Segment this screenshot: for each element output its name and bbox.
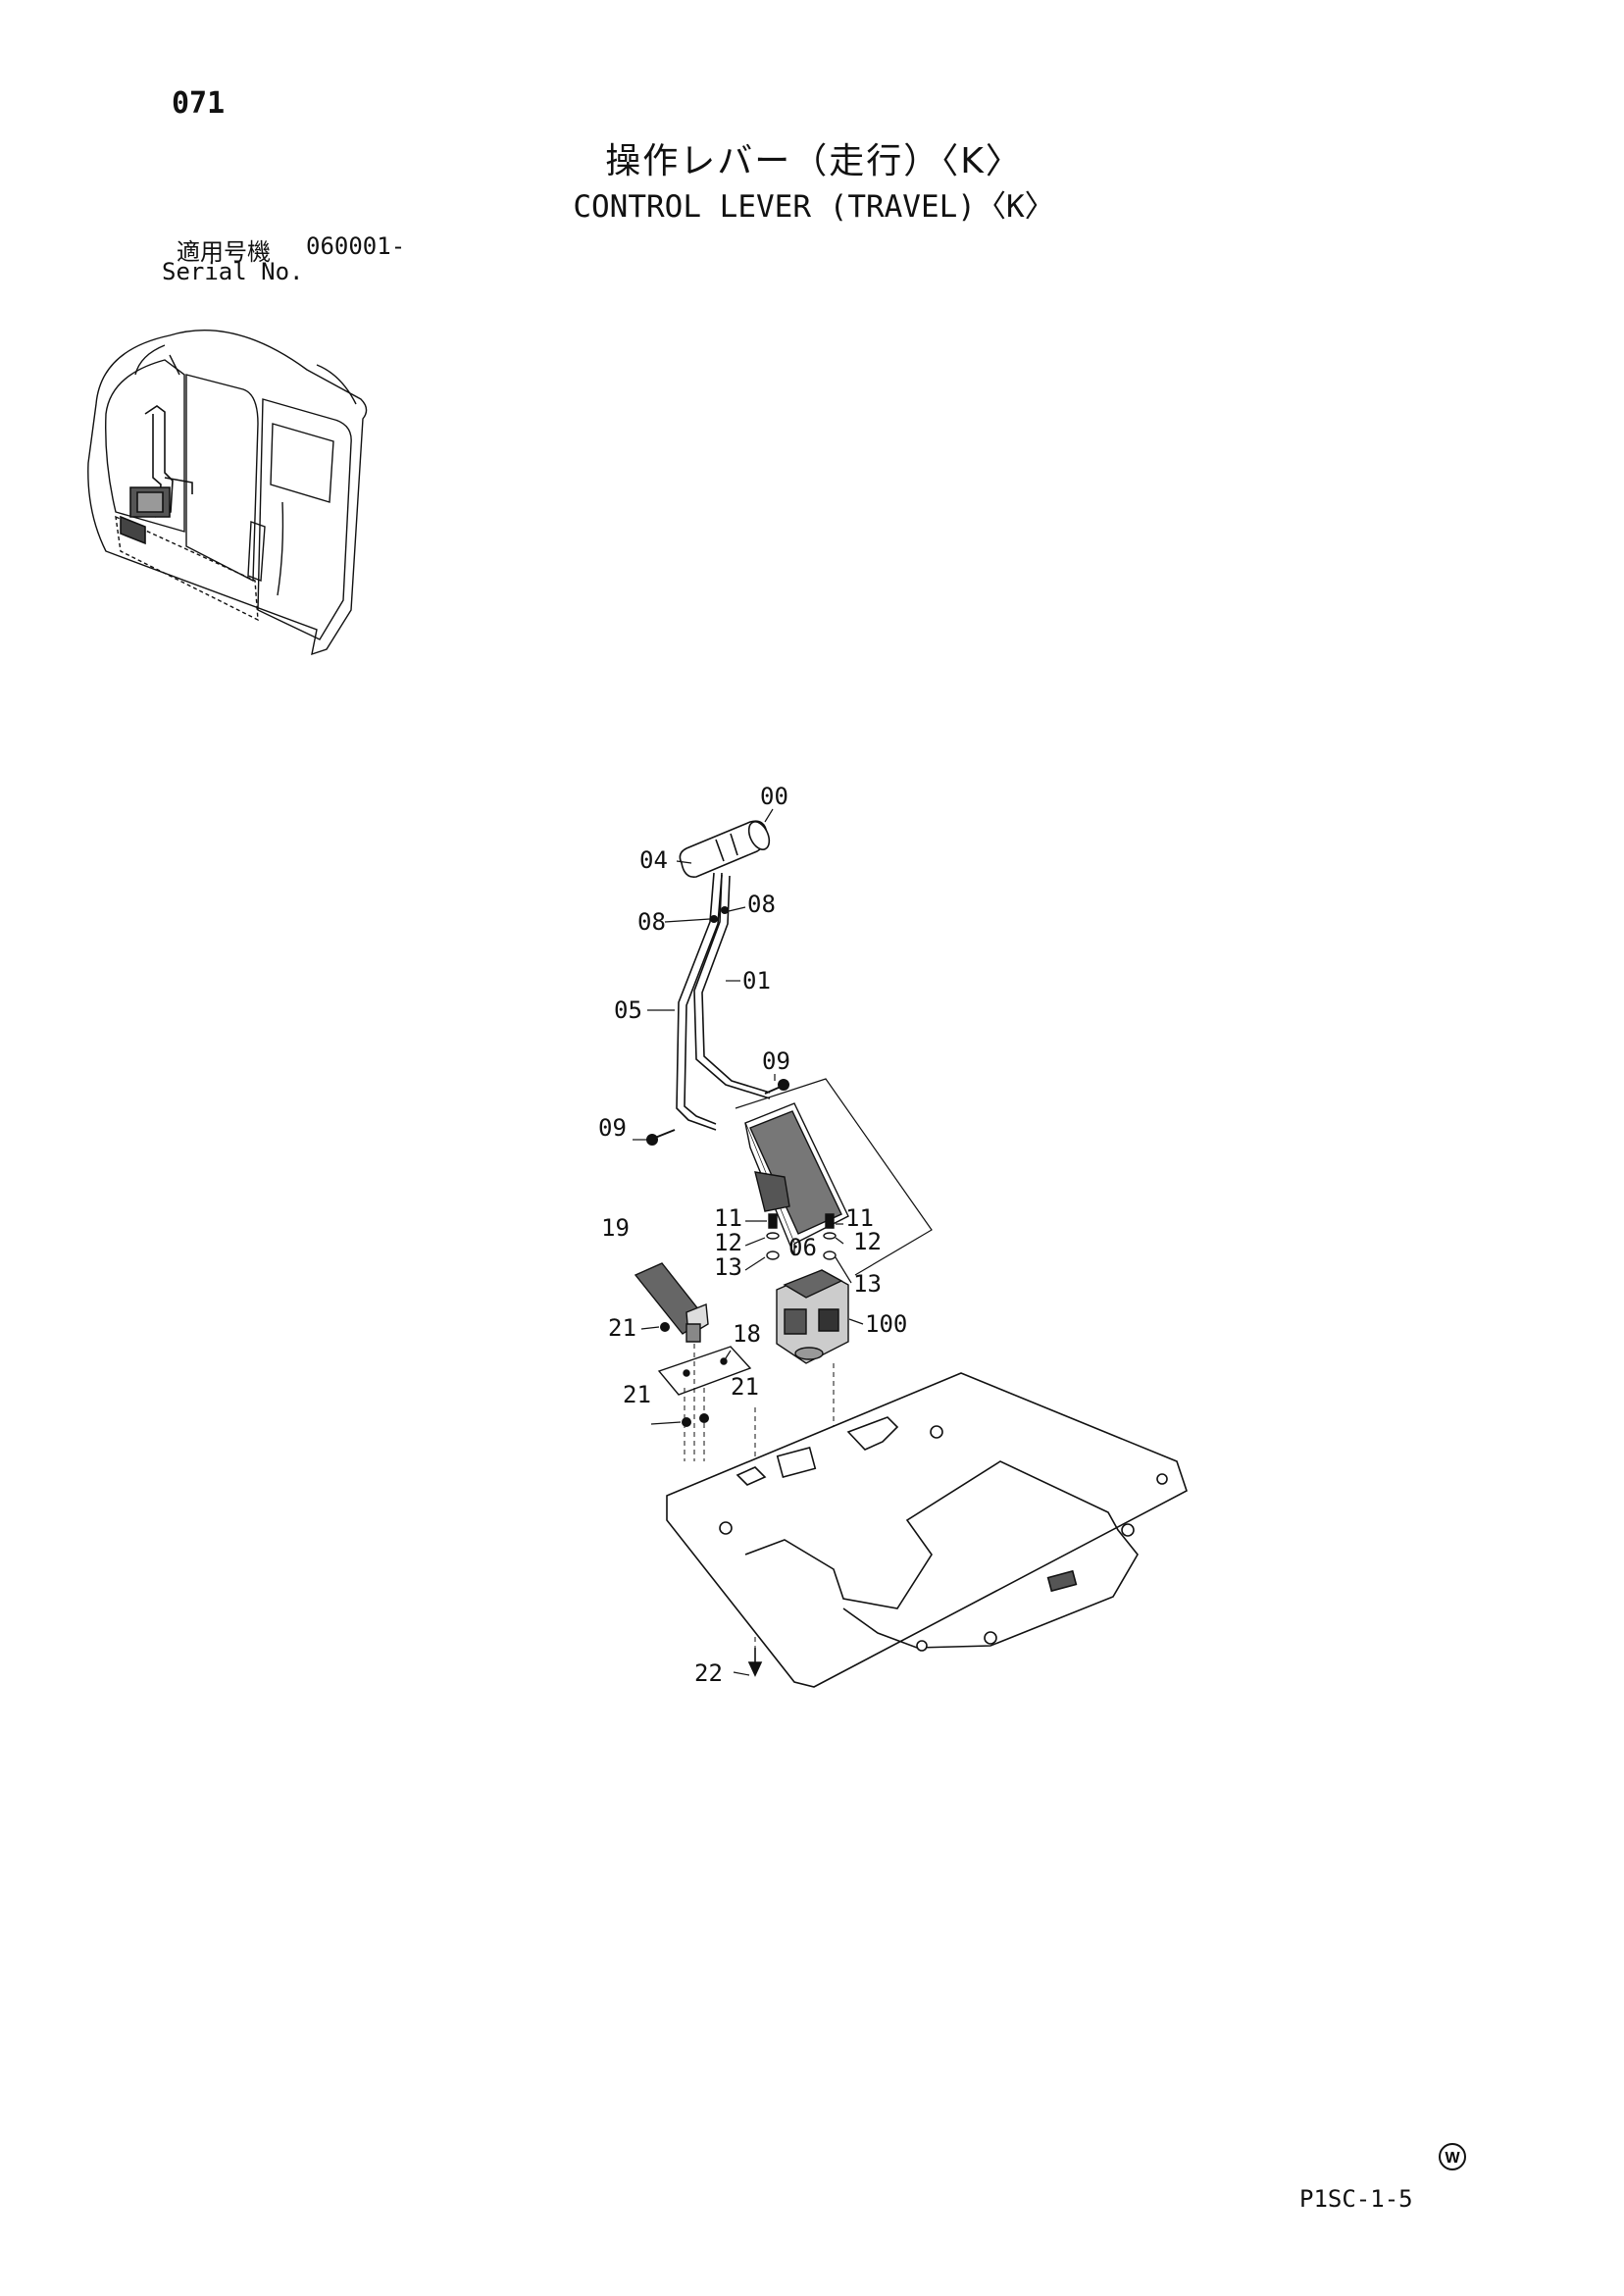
callout-08-right: 08: [747, 891, 776, 918]
callout-11-left: 11: [714, 1204, 742, 1232]
callout-04: 04: [639, 846, 668, 874]
callout-13-right: 13: [853, 1270, 882, 1298]
w-mark-logo: W: [1438, 2142, 1467, 2171]
callout-22: 22: [694, 1659, 723, 1687]
bolt-22: [749, 1648, 761, 1675]
control-lever-exploded-diagram: 00 04 08 08 01 05 09 09 11 12 13 06 11 1…: [598, 783, 1236, 1716]
bolt-08: [710, 906, 729, 923]
title-japanese: 操作レバー（走行）〈K〉: [605, 141, 1023, 181]
callout-09-left: 09: [598, 1114, 627, 1142]
callout-08-left: 08: [637, 908, 666, 936]
callout-21-mid: 21: [731, 1373, 759, 1401]
callout-05: 05: [614, 996, 642, 1024]
callout-13-left: 13: [714, 1253, 742, 1281]
cab-thumbnail-illustration: [76, 316, 371, 659]
bracket-18: [659, 1347, 750, 1395]
callout-12-right: 12: [853, 1228, 882, 1255]
bolt-09: [647, 1080, 788, 1145]
callout-01: 01: [742, 967, 771, 995]
callout-19: 19: [601, 1214, 630, 1242]
callout-00: 00: [760, 783, 788, 810]
serial-label-english: Serial No.: [162, 258, 304, 285]
pilot-valve-100: [777, 1270, 848, 1363]
bolt-21: [660, 1322, 709, 1427]
w-mark-letter: W: [1445, 2150, 1460, 2167]
callout-09-right: 09: [762, 1047, 790, 1075]
callout-06: 06: [788, 1234, 817, 1261]
callout-21-upper: 21: [608, 1314, 636, 1342]
fasteners-11-12-13: [767, 1214, 836, 1259]
leader-lines: [633, 809, 863, 1675]
callout-12-left: 12: [714, 1229, 742, 1256]
pedal-06: [745, 1103, 848, 1255]
serial-number-value: 060001-: [306, 232, 406, 260]
callout-100: 100: [865, 1310, 907, 1338]
callout-21-lower: 21: [623, 1381, 651, 1408]
callout-11-right: 11: [845, 1204, 874, 1232]
serial-label-japanese: 適用号機: [177, 238, 271, 266]
lever-grip: [680, 819, 773, 878]
lever-bars: [677, 873, 770, 1130]
title-english: CONTROL LEVER (TRAVEL)〈K〉: [573, 189, 1055, 225]
page-number: 071: [172, 86, 226, 121]
floor-plate: [667, 1373, 1187, 1687]
callout-18: 18: [733, 1320, 761, 1348]
pedal-19: [635, 1263, 708, 1342]
footer-code: P1SC-1-5: [1299, 2185, 1413, 2213]
assembly-outline: [736, 1079, 932, 1275]
